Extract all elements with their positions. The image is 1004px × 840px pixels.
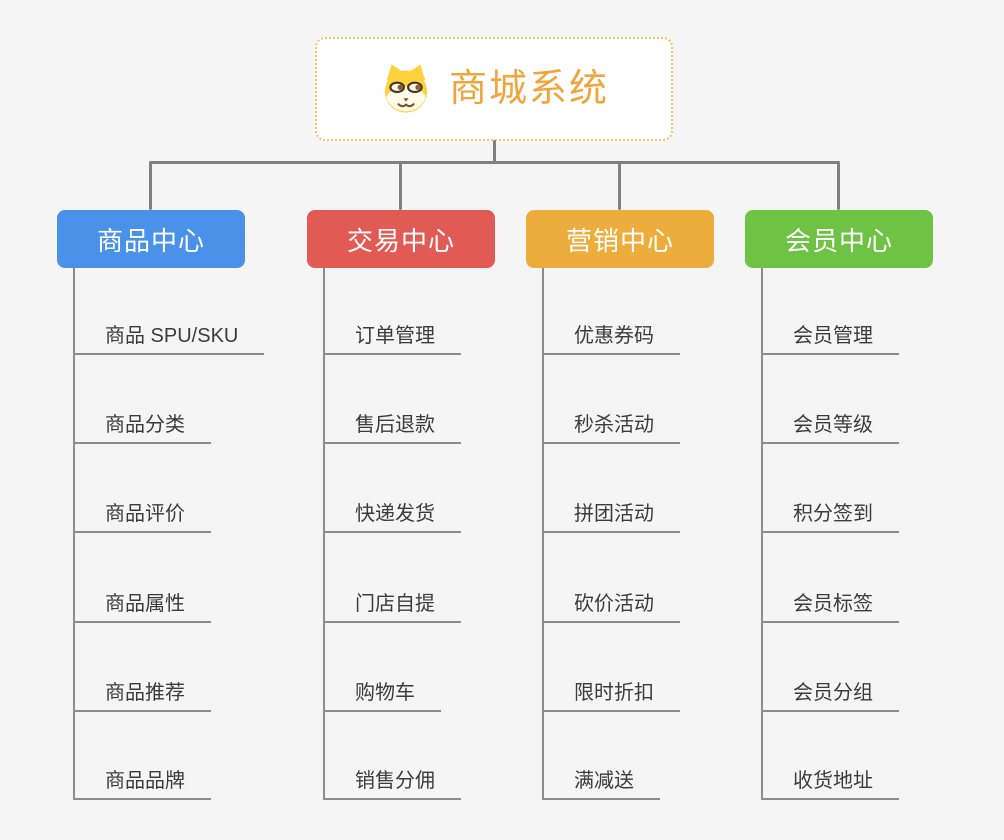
leaf-label: 商品属性 xyxy=(105,593,185,615)
leaf-label: 限时折扣 xyxy=(574,682,654,704)
branch-label: 会员中心 xyxy=(784,225,893,256)
branch-node-product-center[interactable]: 商品中心 xyxy=(57,210,245,268)
root-connector-stub xyxy=(493,140,496,163)
branches-horizontal-connector xyxy=(150,161,840,164)
leaf-label: 商品分类 xyxy=(105,414,185,436)
branch-node-trade-center[interactable]: 交易中心 xyxy=(307,210,495,268)
leaf-label: 拼团活动 xyxy=(574,503,654,525)
leaf-node[interactable]: 商品推荐 xyxy=(73,670,211,712)
leaf-label: 商品评价 xyxy=(105,503,185,525)
leaf-label: 满减送 xyxy=(574,770,634,792)
branch-label: 交易中心 xyxy=(346,225,455,256)
leaf-label: 砍价活动 xyxy=(574,593,654,615)
root-node[interactable]: 商城系统 xyxy=(315,37,673,141)
leaf-node[interactable]: 订单管理 xyxy=(323,313,461,355)
leaf-node[interactable]: 商品品牌 xyxy=(73,758,211,800)
branch-spine-line xyxy=(323,268,325,800)
branch-connector-stub xyxy=(399,161,402,210)
leaf-node[interactable]: 秒杀活动 xyxy=(542,402,680,444)
leaf-node[interactable]: 门店自提 xyxy=(323,581,461,623)
leaf-node[interactable]: 售后退款 xyxy=(323,402,461,444)
leaf-label: 会员标签 xyxy=(793,593,873,615)
leaf-label: 快递发货 xyxy=(355,503,435,525)
leaf-label: 购物车 xyxy=(355,682,415,704)
branch-connector-stub xyxy=(618,161,621,210)
leaf-node[interactable]: 商品分类 xyxy=(73,402,211,444)
branch-spine-line xyxy=(542,268,544,800)
branch-spine-line xyxy=(761,268,763,800)
leaf-label: 商品推荐 xyxy=(105,682,185,704)
leaf-label: 会员分组 xyxy=(793,682,873,704)
leaf-label: 售后退款 xyxy=(355,414,435,436)
leaf-node[interactable]: 会员标签 xyxy=(761,581,899,623)
branch-connector-stub xyxy=(149,161,152,210)
branch-label: 营销中心 xyxy=(565,225,674,256)
leaf-label: 会员等级 xyxy=(793,414,873,436)
leaf-node[interactable]: 商品属性 xyxy=(73,581,211,623)
leaf-node[interactable]: 优惠券码 xyxy=(542,313,680,355)
leaf-node[interactable]: 积分签到 xyxy=(761,491,899,533)
leaf-label: 会员管理 xyxy=(793,325,873,347)
leaf-node[interactable]: 商品评价 xyxy=(73,491,211,533)
branch-node-marketing-center[interactable]: 营销中心 xyxy=(526,210,714,268)
leaf-node[interactable]: 会员分组 xyxy=(761,670,899,712)
dog-face-icon xyxy=(384,64,428,113)
leaf-node[interactable]: 商品 SPU/SKU xyxy=(73,313,265,355)
leaf-label: 门店自提 xyxy=(355,593,435,615)
leaf-node[interactable]: 快递发货 xyxy=(323,491,461,533)
leaf-node[interactable]: 拼团活动 xyxy=(542,491,680,533)
leaf-label: 商品品牌 xyxy=(105,770,185,792)
leaf-label: 收货地址 xyxy=(793,770,873,792)
leaf-node[interactable]: 砍价活动 xyxy=(542,581,680,623)
leaf-node[interactable]: 会员等级 xyxy=(761,402,899,444)
leaf-label: 销售分佣 xyxy=(355,770,435,792)
branch-spine-line xyxy=(73,268,75,800)
leaf-node[interactable]: 销售分佣 xyxy=(323,758,461,800)
branch-node-member-center[interactable]: 会员中心 xyxy=(745,210,933,268)
leaf-label: 商品 SPU/SKU xyxy=(105,325,239,347)
leaf-label: 积分签到 xyxy=(793,503,873,525)
branch-connector-stub xyxy=(837,161,840,210)
leaf-label: 秒杀活动 xyxy=(574,414,654,436)
root-title: 商城系统 xyxy=(448,68,609,110)
leaf-label: 优惠券码 xyxy=(574,325,654,347)
leaf-node[interactable]: 会员管理 xyxy=(761,313,899,355)
branch-label: 商品中心 xyxy=(96,225,205,256)
leaf-label: 订单管理 xyxy=(355,325,435,347)
leaf-node[interactable]: 限时折扣 xyxy=(542,670,680,712)
leaf-node[interactable]: 购物车 xyxy=(323,670,441,712)
leaf-node[interactable]: 满减送 xyxy=(542,758,660,800)
leaf-node[interactable]: 收货地址 xyxy=(761,758,899,800)
